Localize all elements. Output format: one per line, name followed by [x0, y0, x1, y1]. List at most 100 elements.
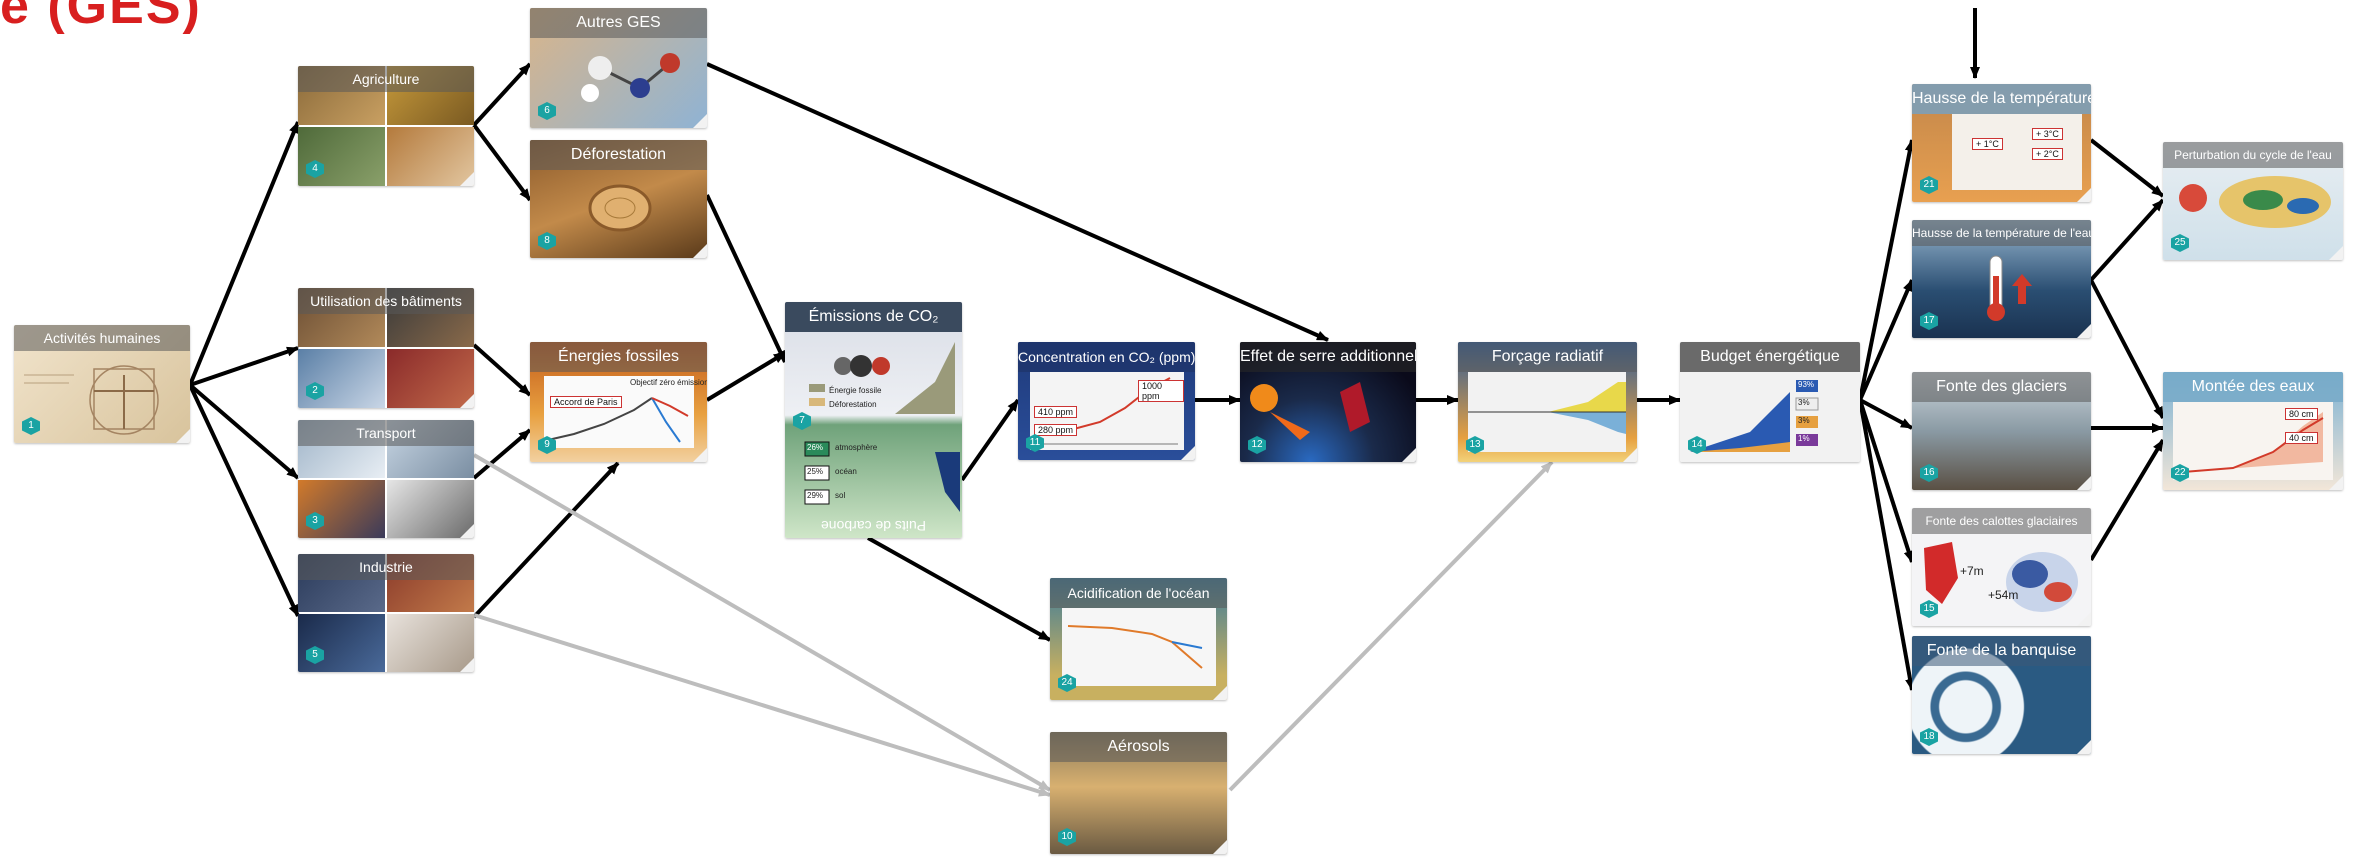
- card-agriculture[interactable]: Agriculture 4: [298, 66, 474, 186]
- page-curl: [2329, 246, 2343, 260]
- value-1000: 1000 ppm: [1138, 380, 1184, 402]
- card-title: Budget énergétique: [1680, 342, 1860, 372]
- card-title: Fonte de la banquise: [1912, 636, 2091, 666]
- card-acidification[interactable]: Acidification de l'océan 24: [1050, 578, 1227, 700]
- card-title: Émissions de CO₂: [785, 302, 962, 332]
- card-number-badge: 17: [1920, 312, 1938, 330]
- page-curl: [2077, 612, 2091, 626]
- card-deforestation[interactable]: Déforestation 8: [530, 140, 707, 258]
- chart-panel: [1062, 608, 1216, 686]
- card-number-badge: 21: [1920, 176, 1938, 194]
- sea-level-greenland: +7m: [1960, 564, 1984, 578]
- card-emissions-co2[interactable]: Émissions de CO₂ Énergie fossile Défores…: [785, 302, 962, 538]
- card-number-badge: 18: [1920, 728, 1938, 746]
- page-curl: [693, 114, 707, 128]
- label-atmosphere: atmosphère: [835, 443, 878, 452]
- energy-budget-chart: [1690, 380, 1819, 452]
- level-80: 80 cm: [2285, 408, 2318, 420]
- card-aerosols[interactable]: Aérosols 10: [1050, 732, 1227, 854]
- card-hausse-temperature-eau[interactable]: Hausse de la température de l'eau 17: [1912, 220, 2091, 338]
- card-number-badge: 13: [1466, 436, 1484, 454]
- water-cycle-map: [2179, 176, 2331, 228]
- value-410: 410 ppm: [1034, 406, 1078, 418]
- card-perturbation-cycle-eau[interactable]: Perturbation du cycle de l'eau 25: [2163, 142, 2343, 260]
- ph-chart: [1067, 625, 1203, 669]
- card-title: Perturbation du cycle de l'eau: [2163, 142, 2343, 168]
- chart-panel: [1468, 372, 1626, 452]
- legend-fossil: Énergie fossile: [829, 386, 882, 395]
- temp-2: + 2°C: [2032, 148, 2063, 160]
- page-curl: [176, 429, 190, 443]
- card-number-badge: 15: [1920, 600, 1938, 618]
- page-curl: [1213, 686, 1227, 700]
- card-number-badge: 24: [1058, 674, 1076, 692]
- card-title: Acidification de l'océan: [1050, 578, 1227, 608]
- card-autres-ges[interactable]: Autres GES 6: [530, 8, 707, 128]
- page-curl: [693, 448, 707, 462]
- page-curl: [1402, 448, 1416, 462]
- card-number-badge: 7: [793, 412, 811, 430]
- page-curl: [2077, 740, 2091, 754]
- card-title: Déforestation: [530, 140, 707, 170]
- temp-3: + 3°C: [2032, 128, 2063, 140]
- card-activites-humaines[interactable]: Activités humaines 1: [14, 325, 190, 443]
- card-title: Fonte des glaciers: [1912, 372, 2091, 402]
- card-title: Hausse de la température: [1912, 84, 2091, 114]
- card-number-badge: 10: [1058, 828, 1076, 846]
- card-transport[interactable]: Transport 3: [298, 420, 474, 538]
- card-fonte-glaciers[interactable]: Fonte des glaciers 16: [1912, 372, 2091, 490]
- share-ocean: 93%: [1798, 380, 1815, 389]
- card-number-badge: 9: [538, 436, 556, 454]
- card-fonte-banquise[interactable]: Fonte de la banquise 18: [1912, 636, 2091, 754]
- page-curl: [460, 658, 474, 672]
- card-forcage-radiatif[interactable]: Forçage radiatif 13: [1458, 342, 1637, 462]
- label-sol: sol: [835, 491, 846, 500]
- temp-1: + 1°C: [1972, 138, 2003, 150]
- sea-level-antarctica: +54m: [1988, 588, 2019, 602]
- card-title: Agriculture: [298, 66, 474, 92]
- card-title: Utilisation des bâtiments: [298, 288, 474, 314]
- card-number-badge: 6: [538, 102, 556, 120]
- greenhouse-illustration: [1250, 382, 1370, 440]
- page-curl: [2077, 476, 2091, 490]
- chart-panel: 80 cm 40 cm: [2173, 402, 2333, 480]
- card-number-badge: 16: [1920, 464, 1938, 482]
- card-title: Autres GES: [530, 8, 707, 38]
- card-effet-de-serre[interactable]: Effet de serre additionnel 12: [1240, 342, 1416, 462]
- card-concentration-co2[interactable]: 410 ppm 280 ppm 1000 ppm Concentration e…: [1018, 342, 1195, 460]
- chart-panel: Accord de Paris Objectif zéro émission: [544, 376, 707, 448]
- pct-sol: 29%: [807, 491, 824, 500]
- card-batiments[interactable]: Utilisation des bâtiments 2: [298, 288, 474, 408]
- page-curl: [460, 524, 474, 538]
- tag-zero: Objectif zéro émission: [630, 378, 707, 387]
- partial-heading: e (GES): [0, 0, 202, 35]
- page-curl: [1623, 448, 1637, 462]
- page-curl: [2077, 324, 2091, 338]
- ice-sheets-map: [1924, 542, 2078, 612]
- emissions-trend-chart: [547, 397, 689, 443]
- legend-deforestation: Déforestation: [829, 400, 877, 409]
- card-budget-energetique[interactable]: 93% 3% 3% 1% Budget énergétique 14: [1680, 342, 1860, 462]
- share-atmosphere: 1%: [1798, 434, 1810, 443]
- card-title: Concentration en CO₂ (ppm): [1018, 342, 1195, 372]
- card-number-badge: 22: [2171, 464, 2189, 482]
- card-title: Montée des eaux: [2163, 372, 2343, 402]
- card-number-badge: 4: [306, 160, 324, 178]
- card-fonte-calottes[interactable]: +7m +54m Fonte des calottes glaciaires 1…: [1912, 508, 2091, 626]
- level-40: 40 cm: [2285, 432, 2318, 444]
- card-number-badge: 3: [306, 512, 324, 530]
- card-title: Effet de serre additionnel: [1240, 342, 1416, 372]
- page-curl: [460, 394, 474, 408]
- card-hausse-temperature[interactable]: + 1°C + 3°C + 2°C Hausse de la températu…: [1912, 84, 2091, 202]
- share-sols: 3%: [1798, 416, 1810, 425]
- card-industrie[interactable]: Industrie 5: [298, 554, 474, 672]
- card-title: Aérosols: [1050, 732, 1227, 762]
- card-energies-fossiles[interactable]: Accord de Paris Objectif zéro émission É…: [530, 342, 707, 462]
- forcing-chart: [1468, 382, 1626, 434]
- card-title: Énergies fossiles: [530, 342, 707, 372]
- card-montee-des-eaux[interactable]: 80 cm 40 cm Montée des eaux 22: [2163, 372, 2343, 490]
- puits-carbone-label: Puits de carbone: [820, 518, 927, 534]
- card-number-badge: 25: [2171, 234, 2189, 252]
- card-number-badge: 1: [22, 417, 40, 435]
- card-number-badge: 12: [1248, 436, 1266, 454]
